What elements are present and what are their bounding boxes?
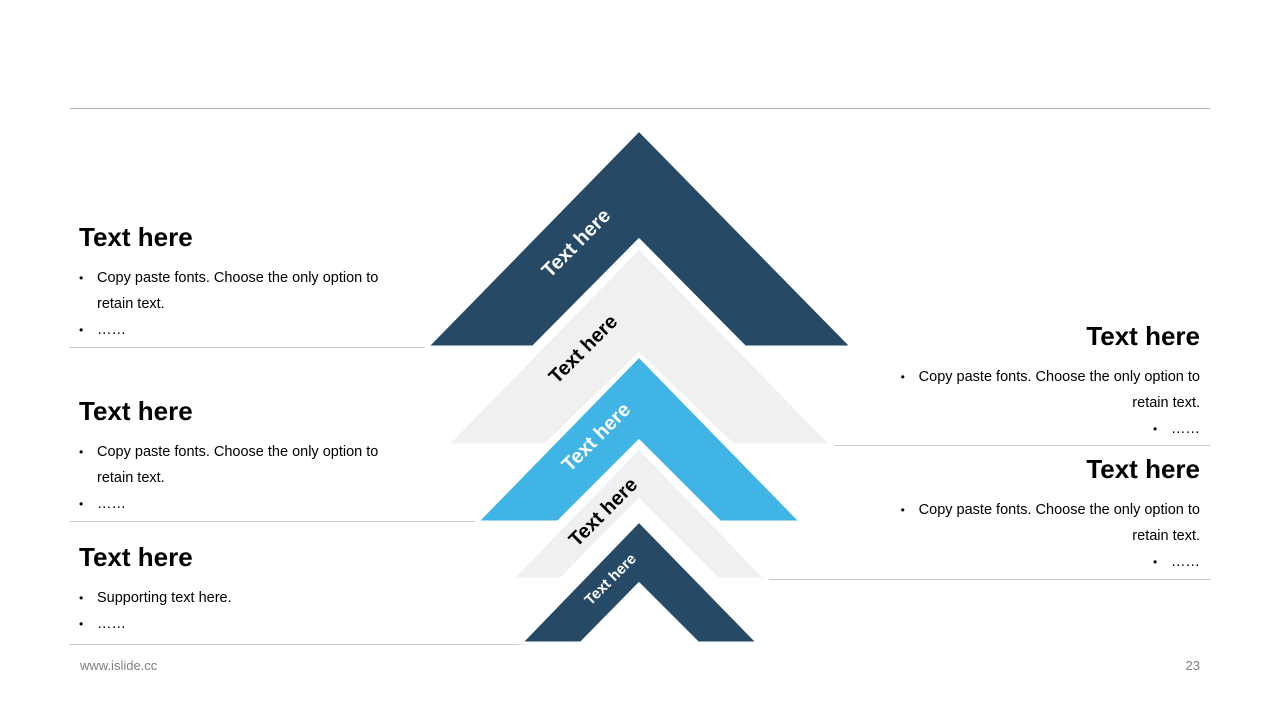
left-block-3-title: Text here bbox=[79, 542, 193, 572]
left-block-2-bullet-1-cont: retain text. bbox=[97, 470, 165, 486]
page-number: 23 bbox=[1185, 658, 1200, 673]
chevron-1 bbox=[423, 127, 856, 349]
left-block-3: Text here Supporting text here. …… bbox=[79, 541, 409, 637]
right-block-2-bullet-2-text: …… bbox=[1171, 554, 1200, 570]
right-divider-1 bbox=[830, 445, 1210, 446]
right-block-2-bullet-1: •Copy paste fonts. Choose the only optio… bbox=[900, 502, 1200, 518]
chevron-3 bbox=[473, 353, 805, 524]
left-block-3-bullet-1: Supporting text here. bbox=[79, 585, 409, 611]
right-block-1-bullet-2: •…… bbox=[1153, 421, 1200, 437]
left-block-2-title: Text here bbox=[79, 396, 193, 426]
right-block-2-title: Text here bbox=[1086, 454, 1200, 484]
left-block-1: Text here Copy paste fonts. Choose the o… bbox=[79, 221, 409, 343]
right-block-1-title: Text here bbox=[1086, 321, 1200, 351]
right-block-1-bullet-1-text: Copy paste fonts. Choose the only option… bbox=[918, 369, 1200, 385]
right-block-2-bullet-2: •…… bbox=[1153, 554, 1200, 570]
left-block-1-bullet-1: Copy paste fonts. Choose the only option… bbox=[79, 265, 409, 291]
right-divider-2 bbox=[765, 579, 1210, 580]
left-block-1-bullet-1-cont: retain text. bbox=[97, 296, 165, 312]
chevron-5 bbox=[517, 518, 762, 645]
left-divider-3 bbox=[70, 644, 525, 645]
header-divider bbox=[70, 108, 1210, 109]
right-block-1-bullet-1: •Copy paste fonts. Choose the only optio… bbox=[900, 369, 1200, 385]
left-block-3-bullet-2: …… bbox=[79, 611, 409, 637]
right-block-2-bullet-1-cont: retain text. bbox=[1132, 528, 1200, 544]
right-block-1-bullet-2-text: …… bbox=[1171, 421, 1200, 437]
left-block-1-bullet-2: …… bbox=[79, 317, 409, 343]
chevron-4 bbox=[508, 445, 770, 581]
left-block-2-bullet-1: Copy paste fonts. Choose the only option… bbox=[79, 439, 409, 465]
left-block-2-bullet-2: …… bbox=[79, 491, 409, 517]
footer-url[interactable]: www.islide.cc bbox=[80, 658, 158, 673]
left-block-2: Text here Copy paste fonts. Choose the o… bbox=[79, 395, 409, 517]
right-block-2: Text here •Copy paste fonts. Choose the … bbox=[870, 453, 1200, 575]
left-divider-1 bbox=[70, 347, 430, 348]
right-block-1: Text here •Copy paste fonts. Choose the … bbox=[870, 320, 1200, 442]
left-divider-2 bbox=[70, 521, 480, 522]
right-block-2-bullet-1-text: Copy paste fonts. Choose the only option… bbox=[918, 502, 1200, 518]
left-block-1-title: Text here bbox=[79, 222, 193, 252]
chevron-2 bbox=[443, 245, 836, 447]
right-block-1-bullet-1-cont: retain text. bbox=[1132, 395, 1200, 411]
